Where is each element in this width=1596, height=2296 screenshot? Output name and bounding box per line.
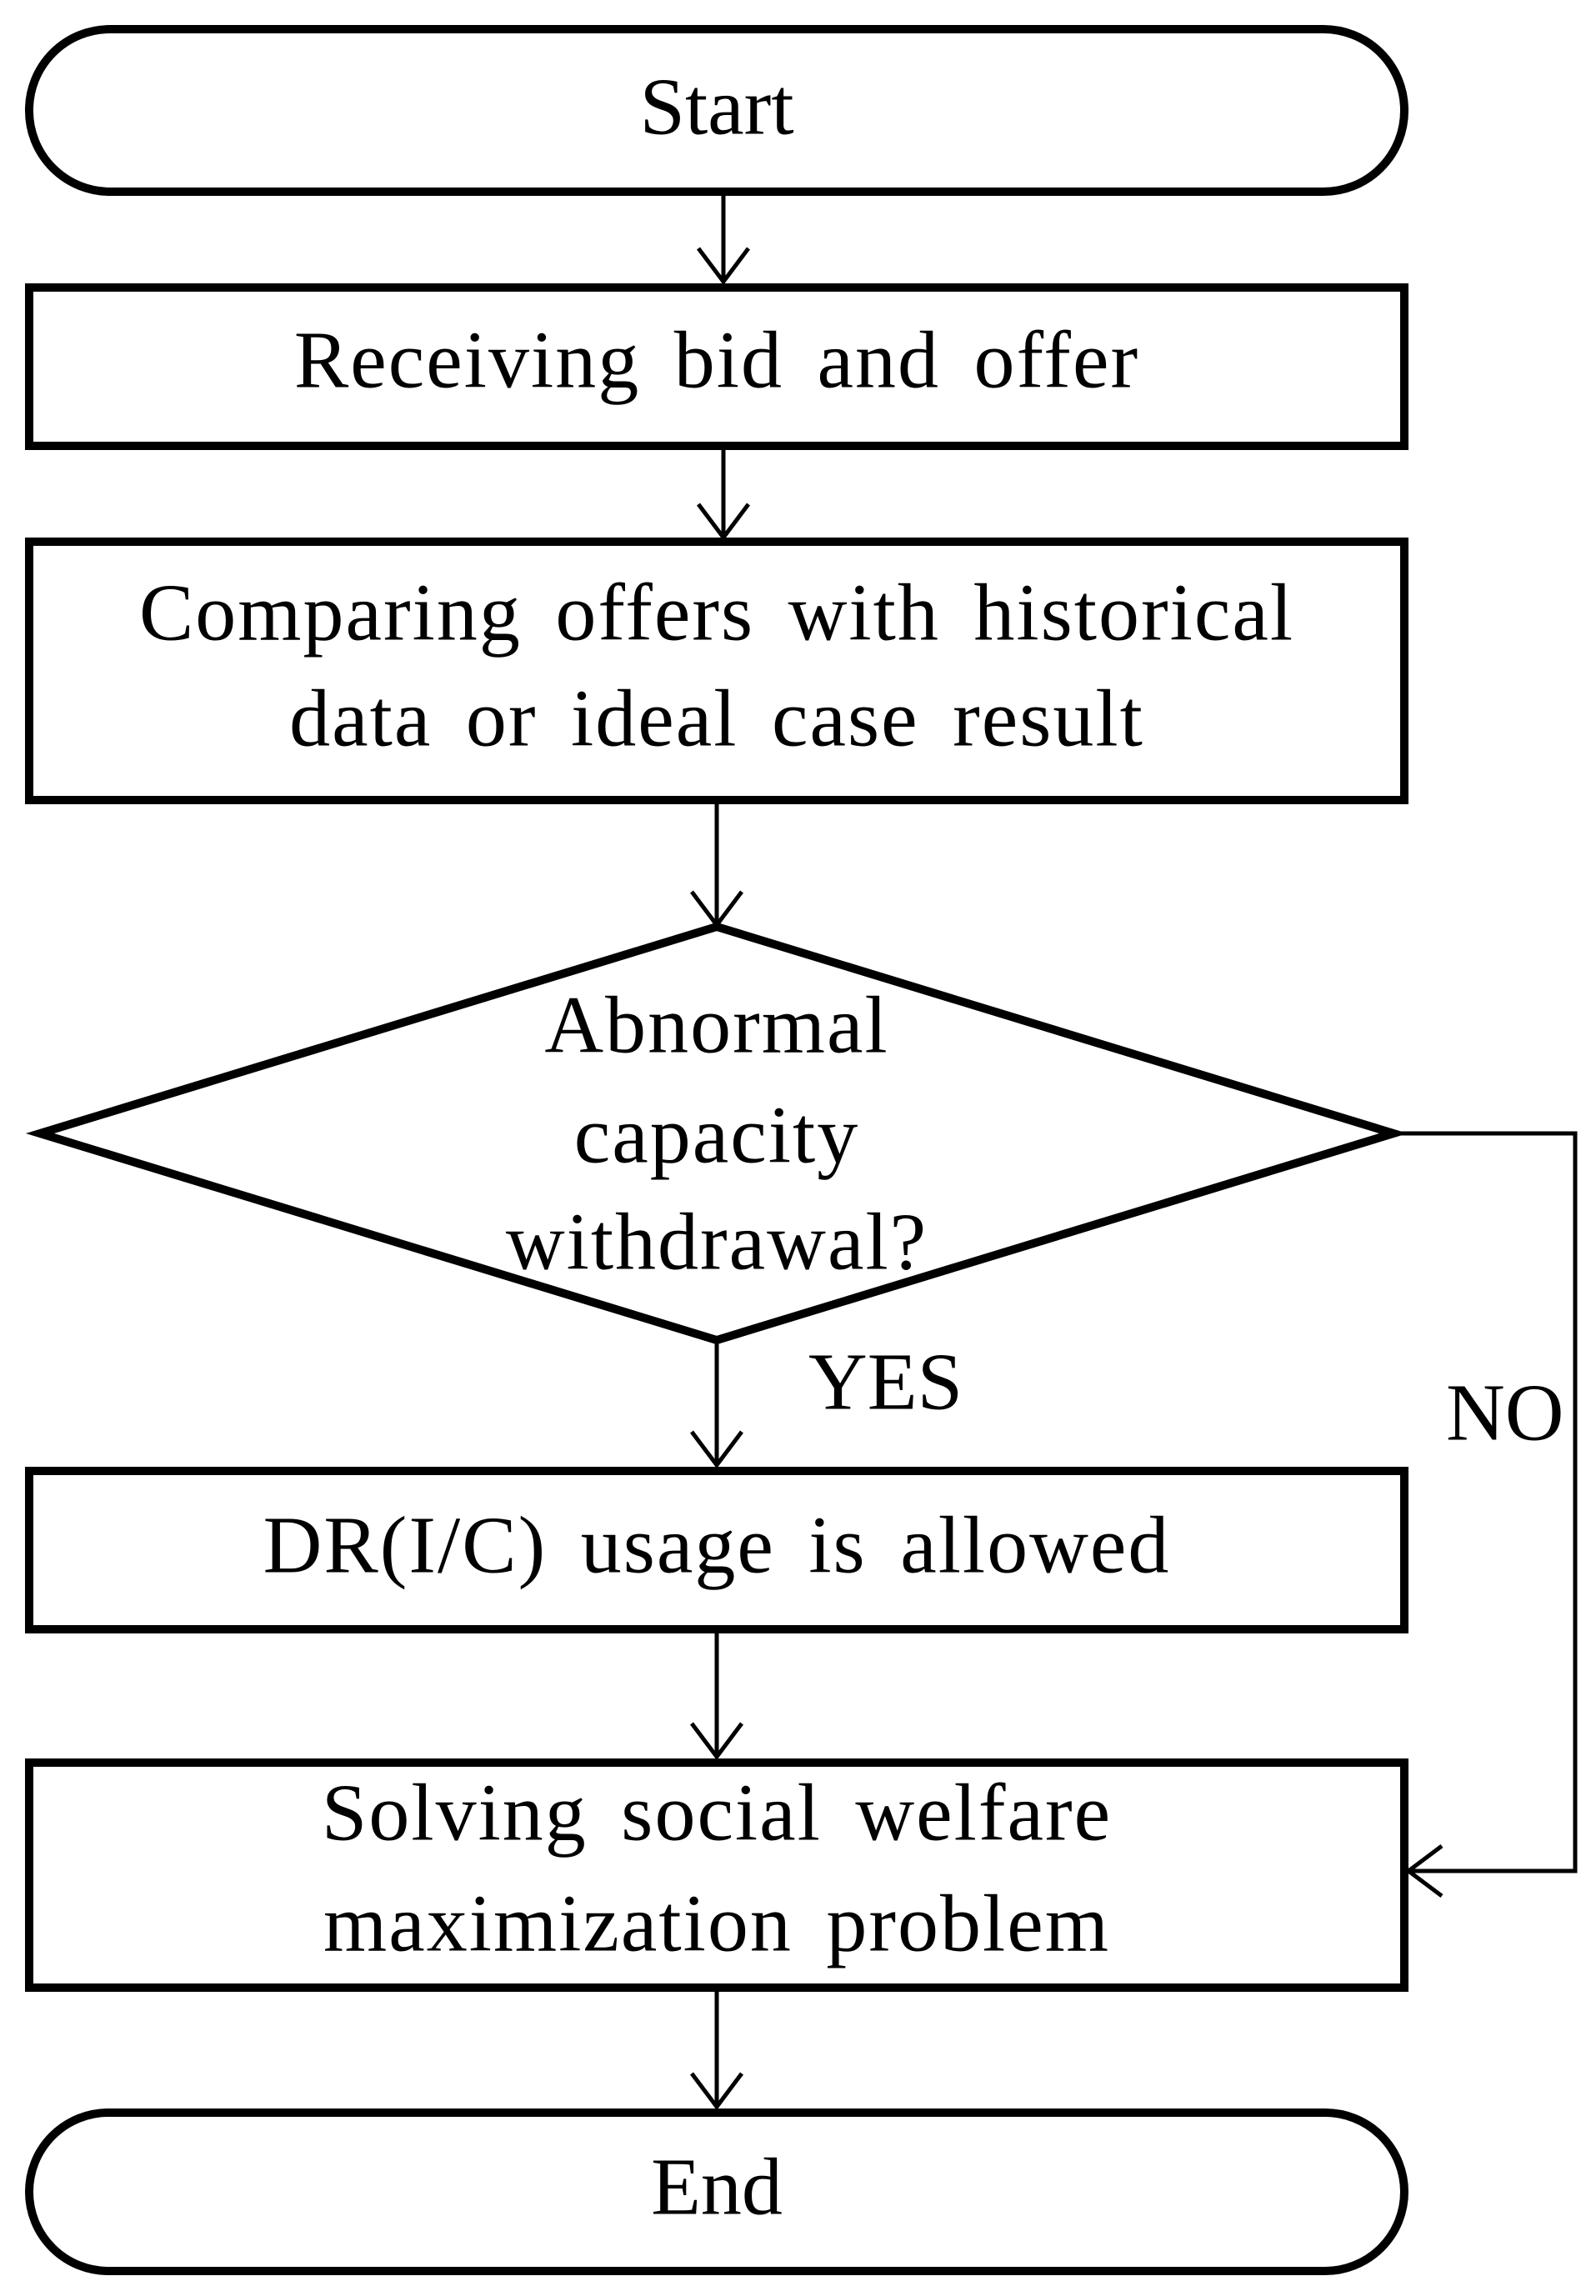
receive-label: Receiving bid and offer bbox=[294, 315, 1139, 405]
connector-decision-yes bbox=[690, 1340, 743, 1469]
decision-label-line-2: capacity bbox=[574, 1090, 859, 1180]
no-branch-label: NO bbox=[1446, 1368, 1564, 1458]
yes-branch-label: YES bbox=[808, 1337, 963, 1427]
connector-compare-to-decision bbox=[690, 800, 743, 929]
connector-receive-to-compare bbox=[697, 446, 750, 542]
end-node: End bbox=[25, 2108, 1408, 2275]
dr-usage-process-node: DR(I/C) usage is allowed bbox=[25, 1467, 1408, 1633]
solve-process-node: Solving social welfare maximization prob… bbox=[25, 1758, 1408, 1992]
connector-dr-to-solve bbox=[690, 1629, 743, 1761]
start-label: Start bbox=[639, 62, 793, 152]
solve-label-line-2: maximization problem bbox=[323, 1878, 1110, 1968]
decision-label-line-1: Abnormal bbox=[544, 980, 888, 1070]
compare-label-line-1: Comparing offers with historical bbox=[139, 568, 1294, 658]
solve-label-line-1: Solving social welfare bbox=[322, 1768, 1112, 1858]
end-label: End bbox=[651, 2142, 783, 2232]
start-node: Start bbox=[25, 25, 1408, 196]
connector-decision-no bbox=[1393, 1131, 1578, 1898]
connector-start-to-receive bbox=[697, 192, 750, 286]
connector-solve-to-end bbox=[690, 1988, 743, 2111]
decision-label-line-3: withdrawal? bbox=[506, 1197, 928, 1287]
receive-process-node: Receiving bid and offer bbox=[25, 283, 1408, 450]
compare-process-node: Comparing offers with historical data or… bbox=[25, 538, 1408, 804]
dr-usage-label: DR(I/C) usage is allowed bbox=[263, 1500, 1171, 1590]
compare-label-line-2: data or ideal case result bbox=[289, 673, 1144, 763]
decision-node: Abnormal capacity withdrawal? bbox=[25, 922, 1408, 1345]
